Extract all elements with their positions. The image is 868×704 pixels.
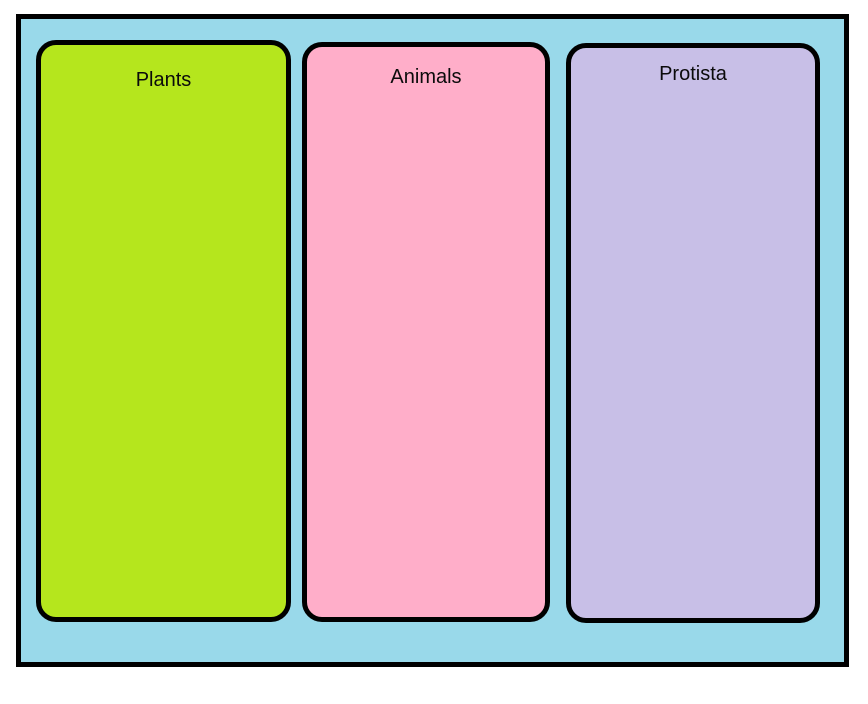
kingdoms-outer-box: Plants Animals Protista: [16, 14, 849, 667]
kingdom-panel-protista: Protista: [566, 43, 820, 623]
kingdom-panel-plants: Plants: [36, 40, 291, 622]
panel-label-plants: Plants: [135, 69, 192, 91]
panel-label-animals: Animals: [390, 66, 462, 88]
kingdom-panel-animals: Animals: [302, 42, 550, 622]
panel-label-protista: Protista: [659, 63, 727, 85]
